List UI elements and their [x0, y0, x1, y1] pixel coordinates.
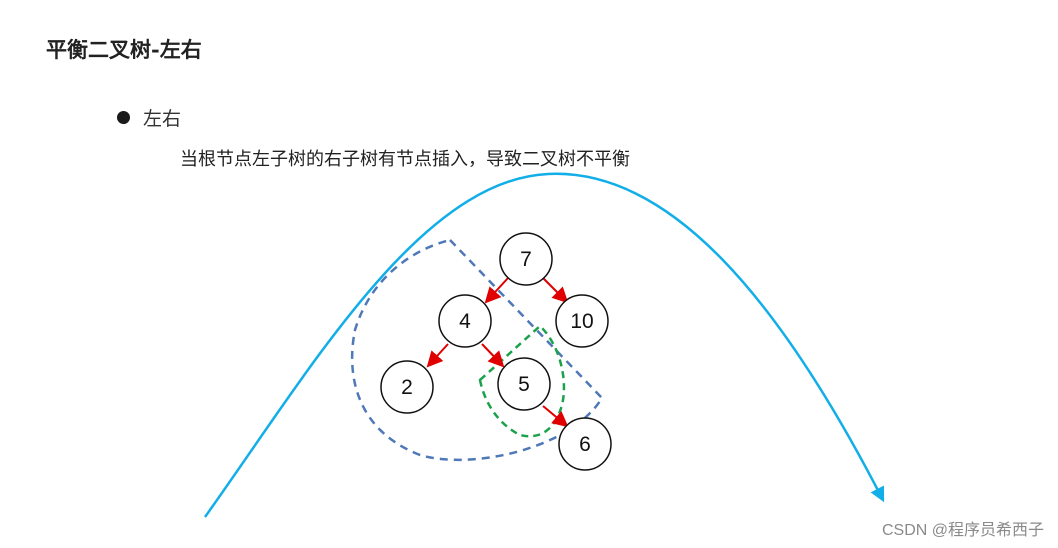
tree-node: 6 — [558, 417, 612, 471]
edge-7-10 — [542, 277, 569, 304]
bullet-label: 左右 — [143, 108, 182, 130]
tree-node: 7 — [499, 232, 553, 286]
tree-node: 10 — [555, 294, 609, 348]
edge-4-2 — [426, 343, 449, 368]
edge-7-4 — [484, 277, 509, 304]
node-label: 2 — [401, 376, 413, 399]
bullet-dot-icon — [117, 111, 130, 124]
node-label: 4 — [459, 310, 471, 333]
node-label: 10 — [570, 310, 593, 333]
tree-node: 2 — [380, 360, 434, 414]
watermark: CSDN @程序员希西子 — [881, 522, 1044, 539]
unbalanced-subtree-outline — [350, 238, 604, 462]
edge-5-6 — [542, 405, 569, 428]
description-text: 当根节点左子树的右子树有节点插入，导致二叉树不平衡 — [180, 149, 630, 170]
rotation-arrow — [203, 172, 885, 518]
node-label: 5 — [518, 373, 530, 396]
node-label: 6 — [579, 433, 591, 456]
bullet-item: 左右 — [117, 104, 181, 131]
edge-4-5 — [481, 343, 505, 368]
node-label: 7 — [520, 248, 532, 271]
inserted-subtree-outline — [478, 324, 566, 438]
tree-node: 4 — [438, 294, 492, 348]
page-title: 平衡二叉树-左右 — [46, 37, 202, 62]
tree-node: 5 — [497, 357, 551, 411]
